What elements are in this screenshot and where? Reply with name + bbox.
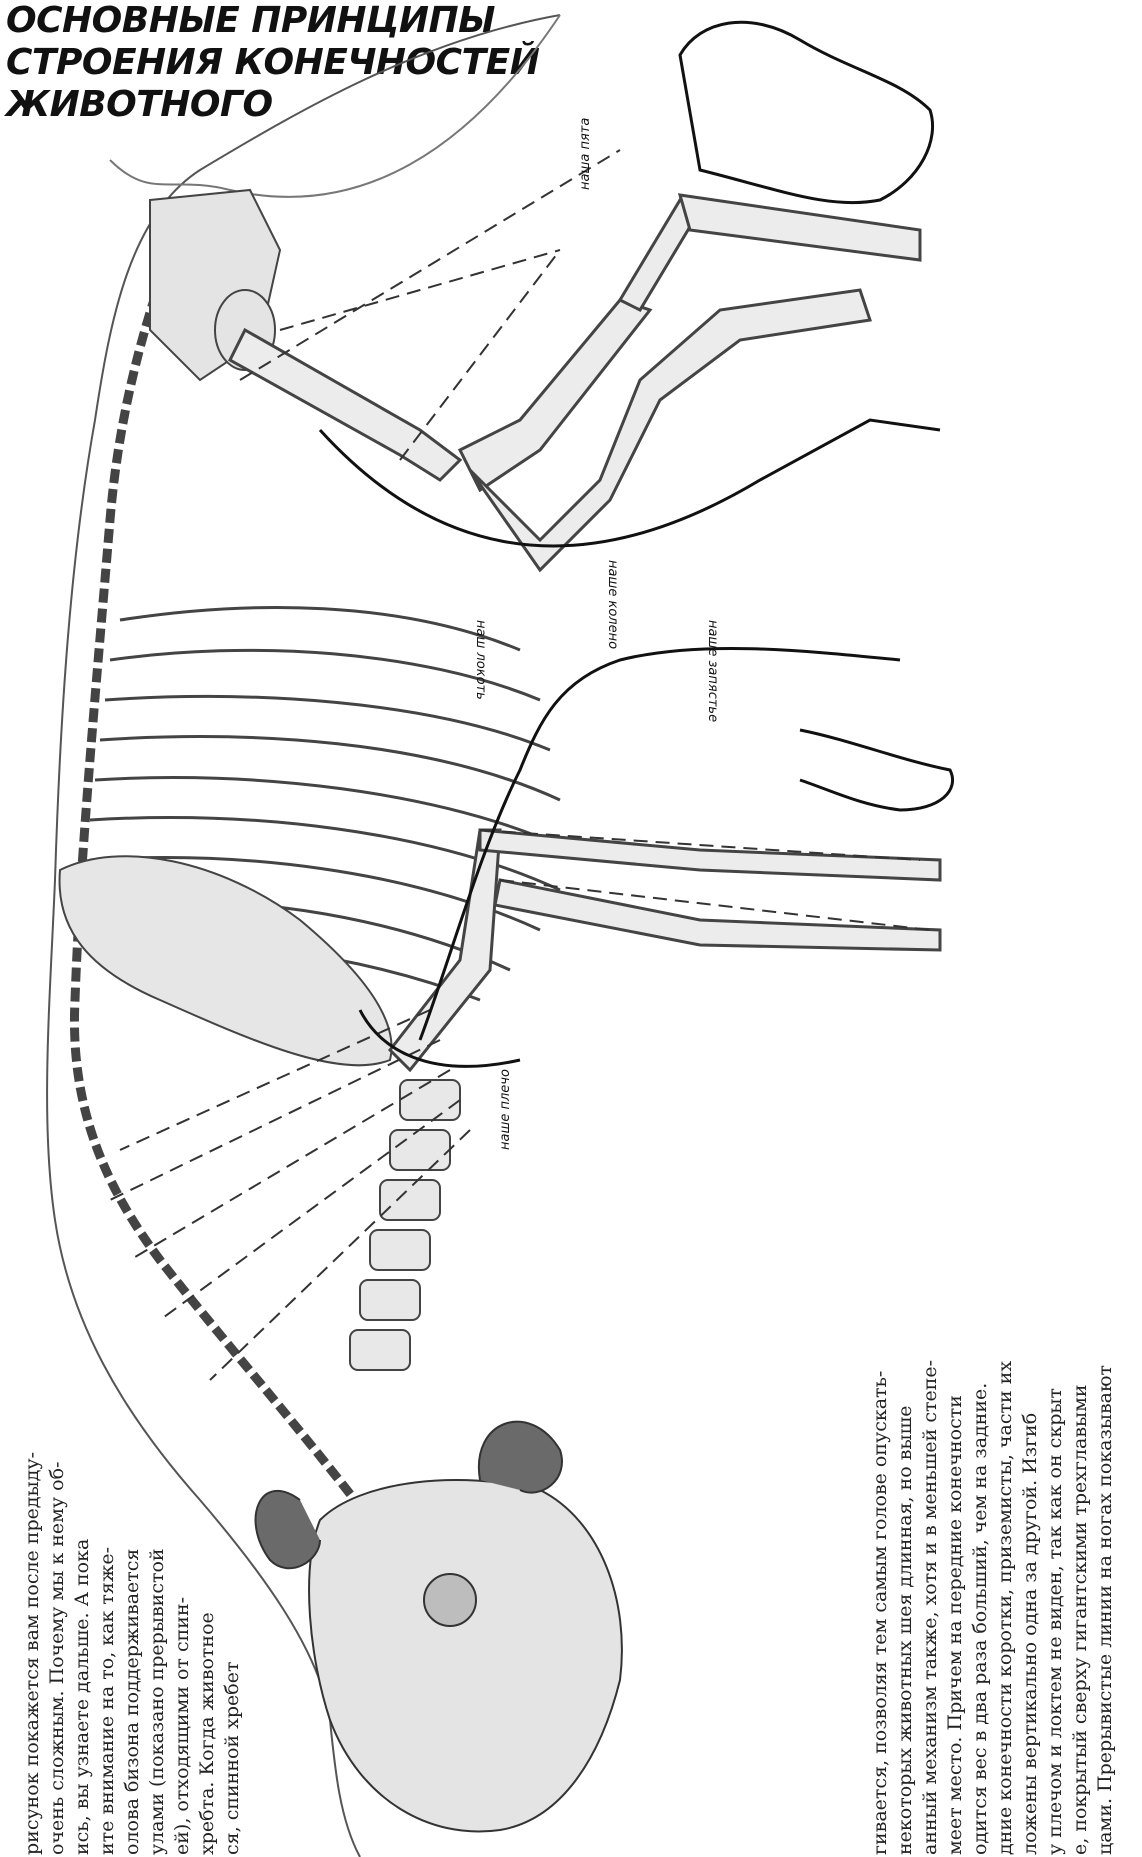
human-foot-overlay [680,22,933,202]
foreleg-bones [390,830,940,1070]
text-right-line: е, покрытый сверху гигантскими трехглавы… [1068,1360,1093,1855]
text-left-line: хребта. Когда животное [195,1452,220,1855]
hind-leg-bones [230,195,920,570]
label-our-heel: наша пята [578,118,593,190]
human-hand-overlay [800,730,953,810]
neck-vertebrae [350,1080,460,1370]
label-our-knee: наше колено [605,560,620,649]
text-right-line: некоторых животных шея длинная, но выше [893,1360,918,1855]
text-right-line: одится вес в два раза больший, чем на за… [968,1360,993,1855]
body-text-right: гивается, позволяя тем самым голове опус… [868,1360,1118,1855]
text-right-line: дние конечности коротки, приземисты, час… [993,1360,1018,1855]
label-our-elbow: наш локоть [473,620,488,700]
skull [256,1422,622,1832]
text-left-line: ей), отходящими от спин- [170,1452,195,1855]
text-left-line: ись, вы узнаете дальше. А пока [70,1452,95,1855]
label-our-shoulder: наше плечо [498,1069,513,1150]
scapula [60,856,392,1065]
text-left-line: ся, спинной хребет [220,1452,245,1855]
label-our-wrist: наше запястье [705,620,720,722]
text-right-line: гивается, позволяя тем самым голове опус… [868,1360,893,1855]
text-right-line: у плечом и локтем не виден, так как он с… [1043,1360,1068,1855]
text-left-line: улами (показано прерывистой [145,1452,170,1855]
text-right-line: ложены вертикально одна за другой. Изгиб [1018,1360,1043,1855]
text-right-line: цами. Прерывистые линии на ногах показыв… [1093,1360,1118,1855]
text-right-line: меет место. Причем на передние конечност… [943,1360,968,1855]
text-left-line: рисунок покажется вам после предыду- [20,1452,45,1855]
text-left-line: очень сложным. Почему мы к нему об- [45,1452,70,1855]
tail [110,15,560,197]
text-left-line: ите внимание на то, как тяже- [95,1452,120,1855]
text-right-line: анный механизм также, хотя и в меньшей с… [918,1360,943,1855]
body-text-left: рисунок покажется вам после предыду- оче… [20,1452,245,1855]
text-left-line: олова бизона поддерживается [120,1452,145,1855]
